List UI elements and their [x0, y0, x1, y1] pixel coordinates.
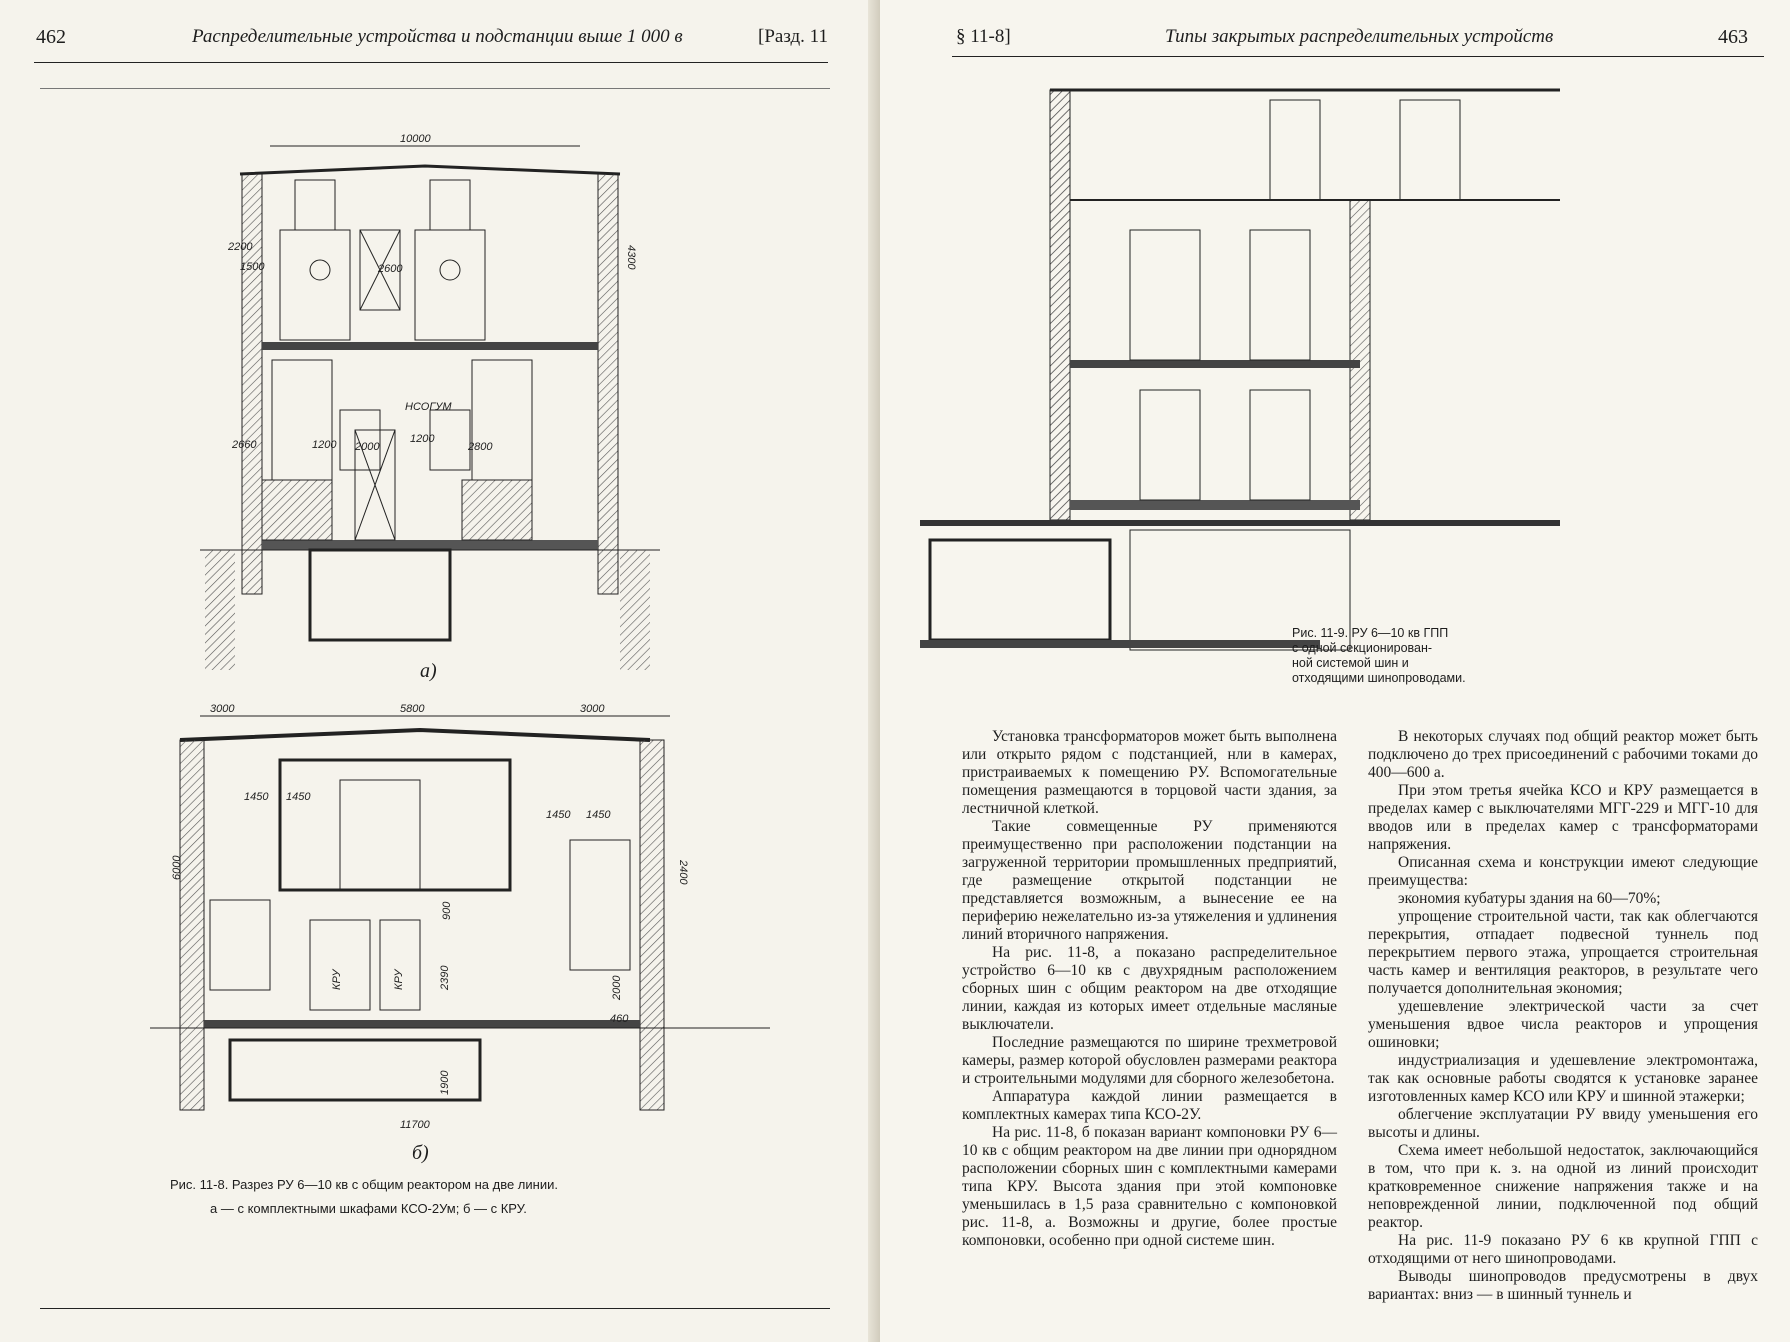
- paragraph: Схема имеет небольшой недостаток, заключ…: [1368, 1142, 1758, 1231]
- figure-11-9-caption: Рис. 11-9. РУ 6—10 кв ГПП с одной секцио…: [1292, 626, 1492, 686]
- paragraph: На рис. 11-8, а показано распределительн…: [962, 944, 1337, 1033]
- paragraph: экономия кубатуры здания на 60—70%;: [1398, 890, 1661, 907]
- right-page: § 11-8] Типы закрытых распределительных …: [880, 0, 1790, 1342]
- svg-text:3000: 3000: [210, 703, 235, 715]
- left-header-rule: [34, 62, 828, 63]
- paragraph: На рис. 11-8, б показан вариант компонов…: [962, 1124, 1337, 1249]
- paragraph: Установка трансформаторов может быть вып…: [962, 728, 1337, 817]
- svg-text:2390: 2390: [439, 965, 451, 991]
- svg-text:460: 460: [610, 1013, 629, 1025]
- paragraph: Выводы шинопроводов предусмотрены в двух…: [1368, 1268, 1758, 1303]
- svg-text:1450: 1450: [546, 809, 571, 821]
- paragraph: При этом третья ячейка КСО и КРУ размеща…: [1368, 782, 1758, 853]
- dim-10000: 10000: [400, 133, 431, 145]
- right-running-title: Типы закрытых распределительных устройст…: [1165, 26, 1554, 47]
- figure-a-letter: а): [420, 660, 437, 682]
- right-header-rule: [952, 56, 1764, 57]
- figure-11-8-caption-line1: Рис. 11-8. Разрез РУ 6—10 кв с общим реа…: [170, 1177, 558, 1192]
- paragraph: удешевление электрической части за счет …: [1368, 998, 1758, 1051]
- right-page-number: 463: [1718, 26, 1748, 48]
- caption-line: Рис. 11-9. РУ 6—10 кв ГПП: [1292, 626, 1449, 640]
- left-page: 462 Распределительные устройства и подст…: [0, 0, 880, 1342]
- svg-text:НСОГУМ: НСОГУМ: [405, 401, 452, 413]
- caption-line: отходящими шинопроводами.: [1292, 671, 1466, 685]
- paragraph: На рис. 11-9 показано РУ 6 кв крупной ГП…: [1368, 1232, 1758, 1267]
- svg-text:1450: 1450: [586, 809, 611, 821]
- paragraph: индустриализация и удешевление электромо…: [1368, 1052, 1758, 1105]
- paragraph: Аппаратура каждой линии размещается в ко…: [962, 1088, 1337, 1123]
- right-section-ref: § 11-8]: [956, 26, 1011, 47]
- figure-11-9: [920, 80, 1560, 680]
- paragraph: Описанная схема и конструкции имеют след…: [1368, 854, 1758, 889]
- svg-text:4300: 4300: [625, 245, 637, 270]
- svg-text:1900: 1900: [439, 1070, 451, 1095]
- svg-text:900: 900: [441, 901, 453, 920]
- svg-text:2800: 2800: [467, 441, 493, 453]
- paragraph: Последние размещаются по ширине трехметр…: [962, 1034, 1337, 1087]
- paragraph: В некоторых случаях под общий реактор мо…: [1368, 728, 1758, 781]
- text-column-1: Установка трансформаторов может быть вып…: [962, 728, 1337, 1250]
- figure-11-8-b: 3000 5800 3000 6000 1450 1450 1450 1450 …: [150, 700, 770, 1140]
- left-section-ref: [Разд. 11: [758, 26, 828, 47]
- svg-text:1500: 1500: [240, 261, 265, 273]
- paragraph: упрощение строительной части, так как об…: [1368, 908, 1758, 997]
- svg-text:2000: 2000: [354, 441, 380, 453]
- left-running-title: Распределительные устройства и подстанци…: [192, 26, 683, 47]
- figure-11-8-caption-line2: а — с комплектными шкафами КСО-2Ум; б — …: [210, 1201, 527, 1216]
- svg-text:1200: 1200: [312, 439, 337, 451]
- left-bottom-rule: [40, 1308, 830, 1309]
- svg-text:1450: 1450: [244, 791, 269, 803]
- svg-text:КРУ: КРУ: [393, 969, 405, 990]
- figure-b-letter: б): [412, 1142, 429, 1164]
- svg-text:1200: 1200: [410, 433, 435, 445]
- svg-text:5800: 5800: [400, 703, 425, 715]
- svg-text:1450: 1450: [286, 791, 311, 803]
- svg-text:3000: 3000: [580, 703, 605, 715]
- svg-text:КРУ: КРУ: [331, 969, 343, 990]
- left-figure-frame-top: [40, 88, 830, 89]
- svg-text:6000: 6000: [171, 855, 183, 880]
- paragraph: облегчение эксплуатации РУ ввиду уменьше…: [1368, 1106, 1758, 1141]
- paragraph: Такие совмещенные РУ применяются преимущ…: [962, 818, 1337, 943]
- svg-text:2000: 2000: [611, 975, 623, 1001]
- svg-text:2400: 2400: [677, 859, 689, 885]
- text-column-2: В некоторых случаях под общий реактор мо…: [1368, 728, 1758, 1304]
- figure-11-8-a: 10000: [200, 130, 660, 670]
- caption-line: ной системой шин и: [1292, 656, 1409, 670]
- svg-text:2200: 2200: [227, 241, 253, 253]
- svg-text:11700: 11700: [400, 1119, 431, 1131]
- svg-text:2600: 2600: [377, 263, 403, 275]
- svg-text:2660: 2660: [231, 439, 257, 451]
- caption-line: с одной секционирован-: [1292, 641, 1433, 655]
- left-page-number: 462: [36, 26, 66, 48]
